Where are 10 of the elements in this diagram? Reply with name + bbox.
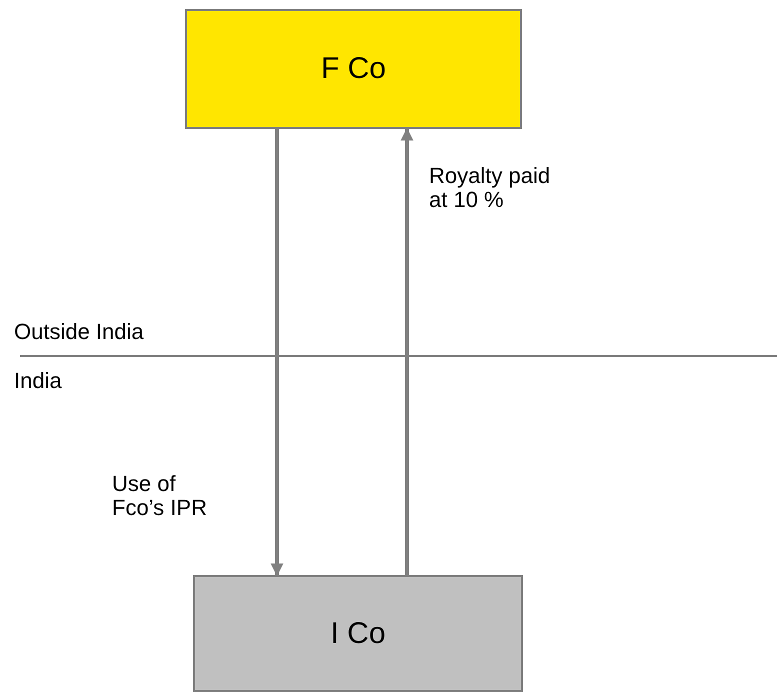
arrow xyxy=(270,129,284,576)
edge-label: Use of Fco’s IPR xyxy=(112,472,208,520)
region-label: India xyxy=(14,369,62,394)
company-name: F Co xyxy=(320,52,386,86)
company-name: I Co xyxy=(330,616,386,650)
company-box xyxy=(193,575,523,692)
company-box xyxy=(185,9,522,129)
arrow xyxy=(400,128,414,575)
edge-label: Royalty paid at 10 % xyxy=(429,164,552,212)
region-label: Outside India xyxy=(14,320,144,344)
